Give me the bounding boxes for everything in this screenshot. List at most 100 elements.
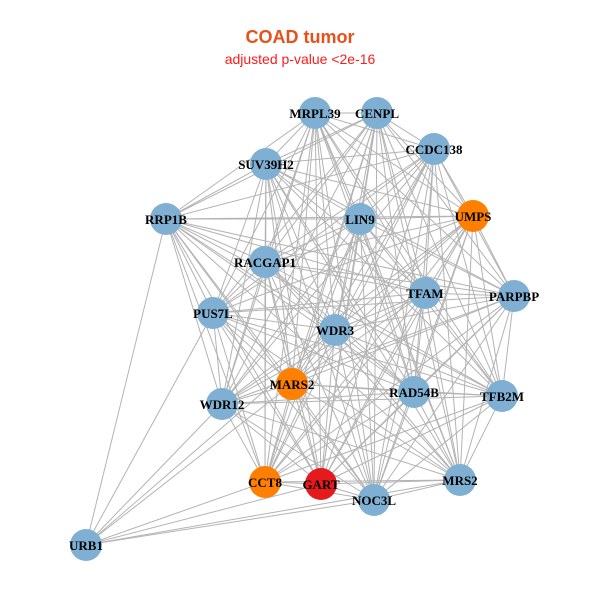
- node-label: TFB2M: [480, 389, 524, 404]
- edge-SUV39H2-WDR12: [221, 163, 267, 405]
- edge-WDR3-CCT8: [264, 329, 336, 483]
- node-circle[interactable]: [249, 466, 281, 498]
- edge-RAD54B-WDR12: [221, 391, 415, 405]
- node-circle[interactable]: [444, 464, 476, 496]
- node-label: GART: [302, 477, 339, 492]
- edge-CENPL-RACGAP1: [264, 112, 378, 263]
- edge-SUV39H2-UMPS: [265, 163, 474, 217]
- node-circle[interactable]: [197, 297, 229, 329]
- edge-WDR12-MRS2: [221, 403, 461, 481]
- node-label: SUV39H2: [238, 157, 294, 172]
- node-rad54b[interactable]: RAD54B: [389, 376, 439, 408]
- edge-CCDC138-SUV39H2: [265, 148, 435, 165]
- edge-RRP1B-MARS2: [165, 218, 293, 385]
- node-circle[interactable]: [361, 97, 393, 129]
- edge-CCDC138-LIN9: [359, 148, 435, 220]
- node-mrpl39[interactable]: MRPL39: [289, 97, 341, 129]
- edge-UMPS-CCT8: [264, 215, 474, 483]
- edge-PUS7L-RAD54B: [212, 312, 415, 393]
- edge-UMPS-WDR3: [334, 215, 474, 331]
- node-circle[interactable]: [498, 280, 530, 312]
- edge-TFAM-WDR12: [221, 292, 426, 405]
- node-parpbp[interactable]: PARPBP: [489, 280, 539, 312]
- node-label: URB1: [69, 538, 103, 553]
- node-lin9[interactable]: LIN9: [344, 203, 376, 235]
- edge-RACGAP1-MRS2: [264, 261, 461, 481]
- edge-RRP1B-TFAM: [165, 218, 426, 294]
- edge-CCT8-MRS2: [264, 479, 461, 483]
- node-mrs2[interactable]: MRS2: [442, 464, 478, 496]
- edge-PARPBP-TFB2M: [501, 295, 515, 397]
- edge-RRP1B-PUS7L: [165, 218, 214, 314]
- edge-LIN9-RAD54B: [359, 218, 415, 393]
- chart-subtitle: adjusted p-value <2e-16: [224, 51, 376, 67]
- node-racgap1[interactable]: RACGAP1: [234, 246, 296, 278]
- node-circle[interactable]: [305, 468, 337, 500]
- node-cct8[interactable]: CCT8: [248, 466, 282, 498]
- node-gart[interactable]: GART: [302, 468, 340, 500]
- edge-PUS7L-TFB2M: [212, 312, 503, 397]
- edge-LIN9-RACGAP1: [264, 218, 361, 263]
- node-label: MRPL39: [289, 106, 341, 121]
- node-ccdc138[interactable]: CCDC138: [405, 133, 463, 165]
- node-wdr3[interactable]: WDR3: [316, 314, 355, 346]
- node-circle[interactable]: [486, 380, 518, 412]
- node-wdr12[interactable]: WDR12: [200, 388, 245, 420]
- node-label: CCT8: [248, 475, 282, 490]
- node-label: RRP1B: [145, 212, 187, 227]
- edge-LIN9-WDR3: [334, 218, 361, 331]
- edge-LIN9-PARPBP: [359, 218, 515, 297]
- edge-UMPS-NOC3L: [373, 215, 474, 501]
- edge-TFAM-MRS2: [424, 292, 461, 481]
- node-suv39h2[interactable]: SUV39H2: [238, 148, 294, 180]
- node-circle[interactable]: [457, 200, 489, 232]
- edge-RRP1B-URB1: [85, 218, 167, 546]
- node-circle[interactable]: [150, 203, 182, 235]
- edge-PARPBP-WDR3: [334, 295, 515, 331]
- node-circle[interactable]: [276, 368, 308, 400]
- edge-CENPL-WDR12: [221, 112, 378, 405]
- edge-WDR3-NOC3L: [334, 329, 375, 501]
- node-circle[interactable]: [418, 133, 450, 165]
- edge-UMPS-RACGAP1: [264, 215, 474, 263]
- node-mars2[interactable]: MARS2: [270, 368, 315, 400]
- node-circle[interactable]: [299, 97, 331, 129]
- edge-TFAM-MARS2: [291, 292, 426, 385]
- edge-TFAM-RAD54B: [413, 292, 426, 393]
- edge-CENPL-TFB2M: [376, 112, 503, 397]
- node-label: UMPS: [455, 209, 492, 224]
- node-cenpl[interactable]: CENPL: [355, 97, 399, 129]
- node-pus7l[interactable]: PUS7L: [193, 297, 233, 329]
- node-circle[interactable]: [344, 203, 376, 235]
- edge-PARPBP-CCT8: [264, 295, 515, 483]
- node-umps[interactable]: UMPS: [455, 200, 492, 232]
- edge-RRP1B-WDR3: [165, 218, 336, 331]
- node-tfb2m[interactable]: TFB2M: [480, 380, 524, 412]
- node-circle[interactable]: [70, 529, 102, 561]
- edge-LIN9-GART: [320, 218, 361, 485]
- edge-PARPBP-PUS7L: [212, 295, 515, 314]
- node-label: PARPBP: [489, 289, 539, 304]
- edge-PUS7L-CCT8: [212, 312, 266, 483]
- node-tfam[interactable]: TFAM: [406, 277, 444, 309]
- node-circle[interactable]: [319, 314, 351, 346]
- node-circle[interactable]: [249, 246, 281, 278]
- node-circle[interactable]: [206, 388, 238, 420]
- node-circle[interactable]: [409, 277, 441, 309]
- edge-WDR3-RAD54B: [334, 329, 415, 393]
- edge-MRPL39-UMPS: [314, 112, 474, 217]
- edge-CCDC138-PUS7L: [212, 148, 435, 314]
- node-circle[interactable]: [250, 148, 282, 180]
- edge-RRP1B-TFB2M: [165, 218, 503, 397]
- node-circle[interactable]: [358, 484, 390, 516]
- node-noc3l[interactable]: NOC3L: [352, 484, 396, 516]
- edge-CENPL-SUV39H2: [265, 112, 378, 165]
- node-urb1[interactable]: URB1: [69, 529, 103, 561]
- chart-title: COAD tumor: [245, 27, 355, 47]
- node-circle[interactable]: [398, 376, 430, 408]
- edge-WDR3-MRS2: [334, 329, 461, 481]
- node-rrp1b[interactable]: RRP1B: [145, 203, 187, 235]
- edge-WDR3-URB1: [85, 329, 336, 546]
- edge-WDR3-GART: [320, 329, 336, 485]
- edge-SUV39H2-LIN9: [265, 163, 361, 220]
